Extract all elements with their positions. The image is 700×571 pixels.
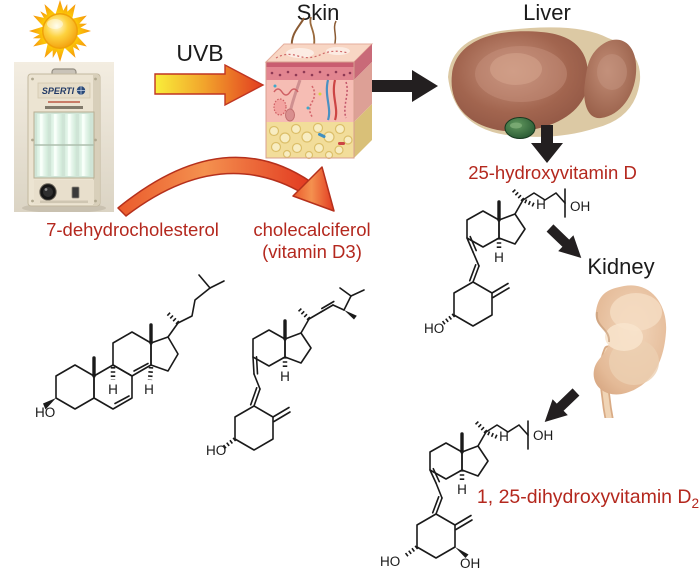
hydroxyl-label: OH (460, 556, 480, 571)
arrow-liver-to-hydroxyvitamin (531, 125, 563, 163)
skin-label: Skin (296, 0, 340, 25)
dihydroxyvitamin-d-label: 1, 25-dihydroxyvitamin D2 (476, 486, 700, 515)
lamp-switch (71, 186, 80, 199)
blood-vessel-blue (325, 79, 331, 121)
hair-strand (309, 16, 316, 47)
hydrogen-label: H (457, 482, 467, 497)
gland-coil (273, 88, 299, 96)
cholecalciferol-structure: HO H (206, 287, 365, 458)
arrow-to-kidney (546, 224, 582, 258)
lamp-brand-label: SPERTI (42, 86, 75, 96)
dehydrocholesterol-structure: HO H H (35, 274, 225, 420)
kidney-illustration (593, 285, 667, 418)
hydrogen-label: H (280, 369, 290, 384)
hydrogen-label: H (494, 250, 504, 265)
arrow-kidney-to-dihydroxyvitamin (544, 388, 580, 422)
uvb-arrow (154, 63, 265, 107)
hydrogen-label: H (536, 197, 546, 212)
dihydroxyvitamin-d-subscript: 2 (691, 495, 700, 511)
sun-icon (29, 0, 91, 62)
hydroxyvitamin-d-label: 25-hydroxyvitamin D (468, 162, 637, 183)
cholecalciferol-label: cholecalciferol (vitamin D3) (252, 219, 372, 263)
hydroxyl-label: OH (533, 428, 553, 443)
dehydrocholesterol-label: 7-dehydrocholesterol (46, 219, 219, 240)
dihydroxyvitamin-d-name: 1, 25-dihydroxyvitamin D (476, 486, 692, 508)
liver-label: Liver (523, 0, 571, 25)
arrow-skin-to-liver (372, 70, 438, 102)
hydroxyvitamin-d-structure: HO H H OH (424, 188, 590, 336)
cholecalciferol-alt-name: (vitamin D3) (262, 241, 362, 262)
hydroxyl-label: HO (35, 405, 55, 420)
hydroxyl-label: HO (424, 321, 444, 336)
cholecalciferol-name: cholecalciferol (253, 219, 371, 240)
hydrogen-label: H (108, 382, 118, 397)
hydroxyl-label: HO (206, 443, 226, 458)
skin-illustration (264, 16, 374, 160)
kidney-label: Kidney (587, 254, 655, 279)
hydroxyl-label: OH (570, 199, 590, 214)
dihydroxyvitamin-d-structure: HO OH H H OH (380, 420, 553, 571)
blood-vessel-red (332, 79, 338, 121)
uvb-label: UVB (176, 40, 224, 66)
hydrogen-label: H (499, 429, 509, 444)
hydrogen-label: H (144, 382, 154, 397)
curved-conversion-arrow (117, 156, 335, 217)
liver-illustration (448, 27, 641, 139)
uv-lamp-photo: SPERTI (14, 62, 114, 212)
hair-strand (333, 20, 337, 48)
hydroxyl-label: HO (380, 554, 400, 569)
gallbladder (504, 117, 536, 139)
